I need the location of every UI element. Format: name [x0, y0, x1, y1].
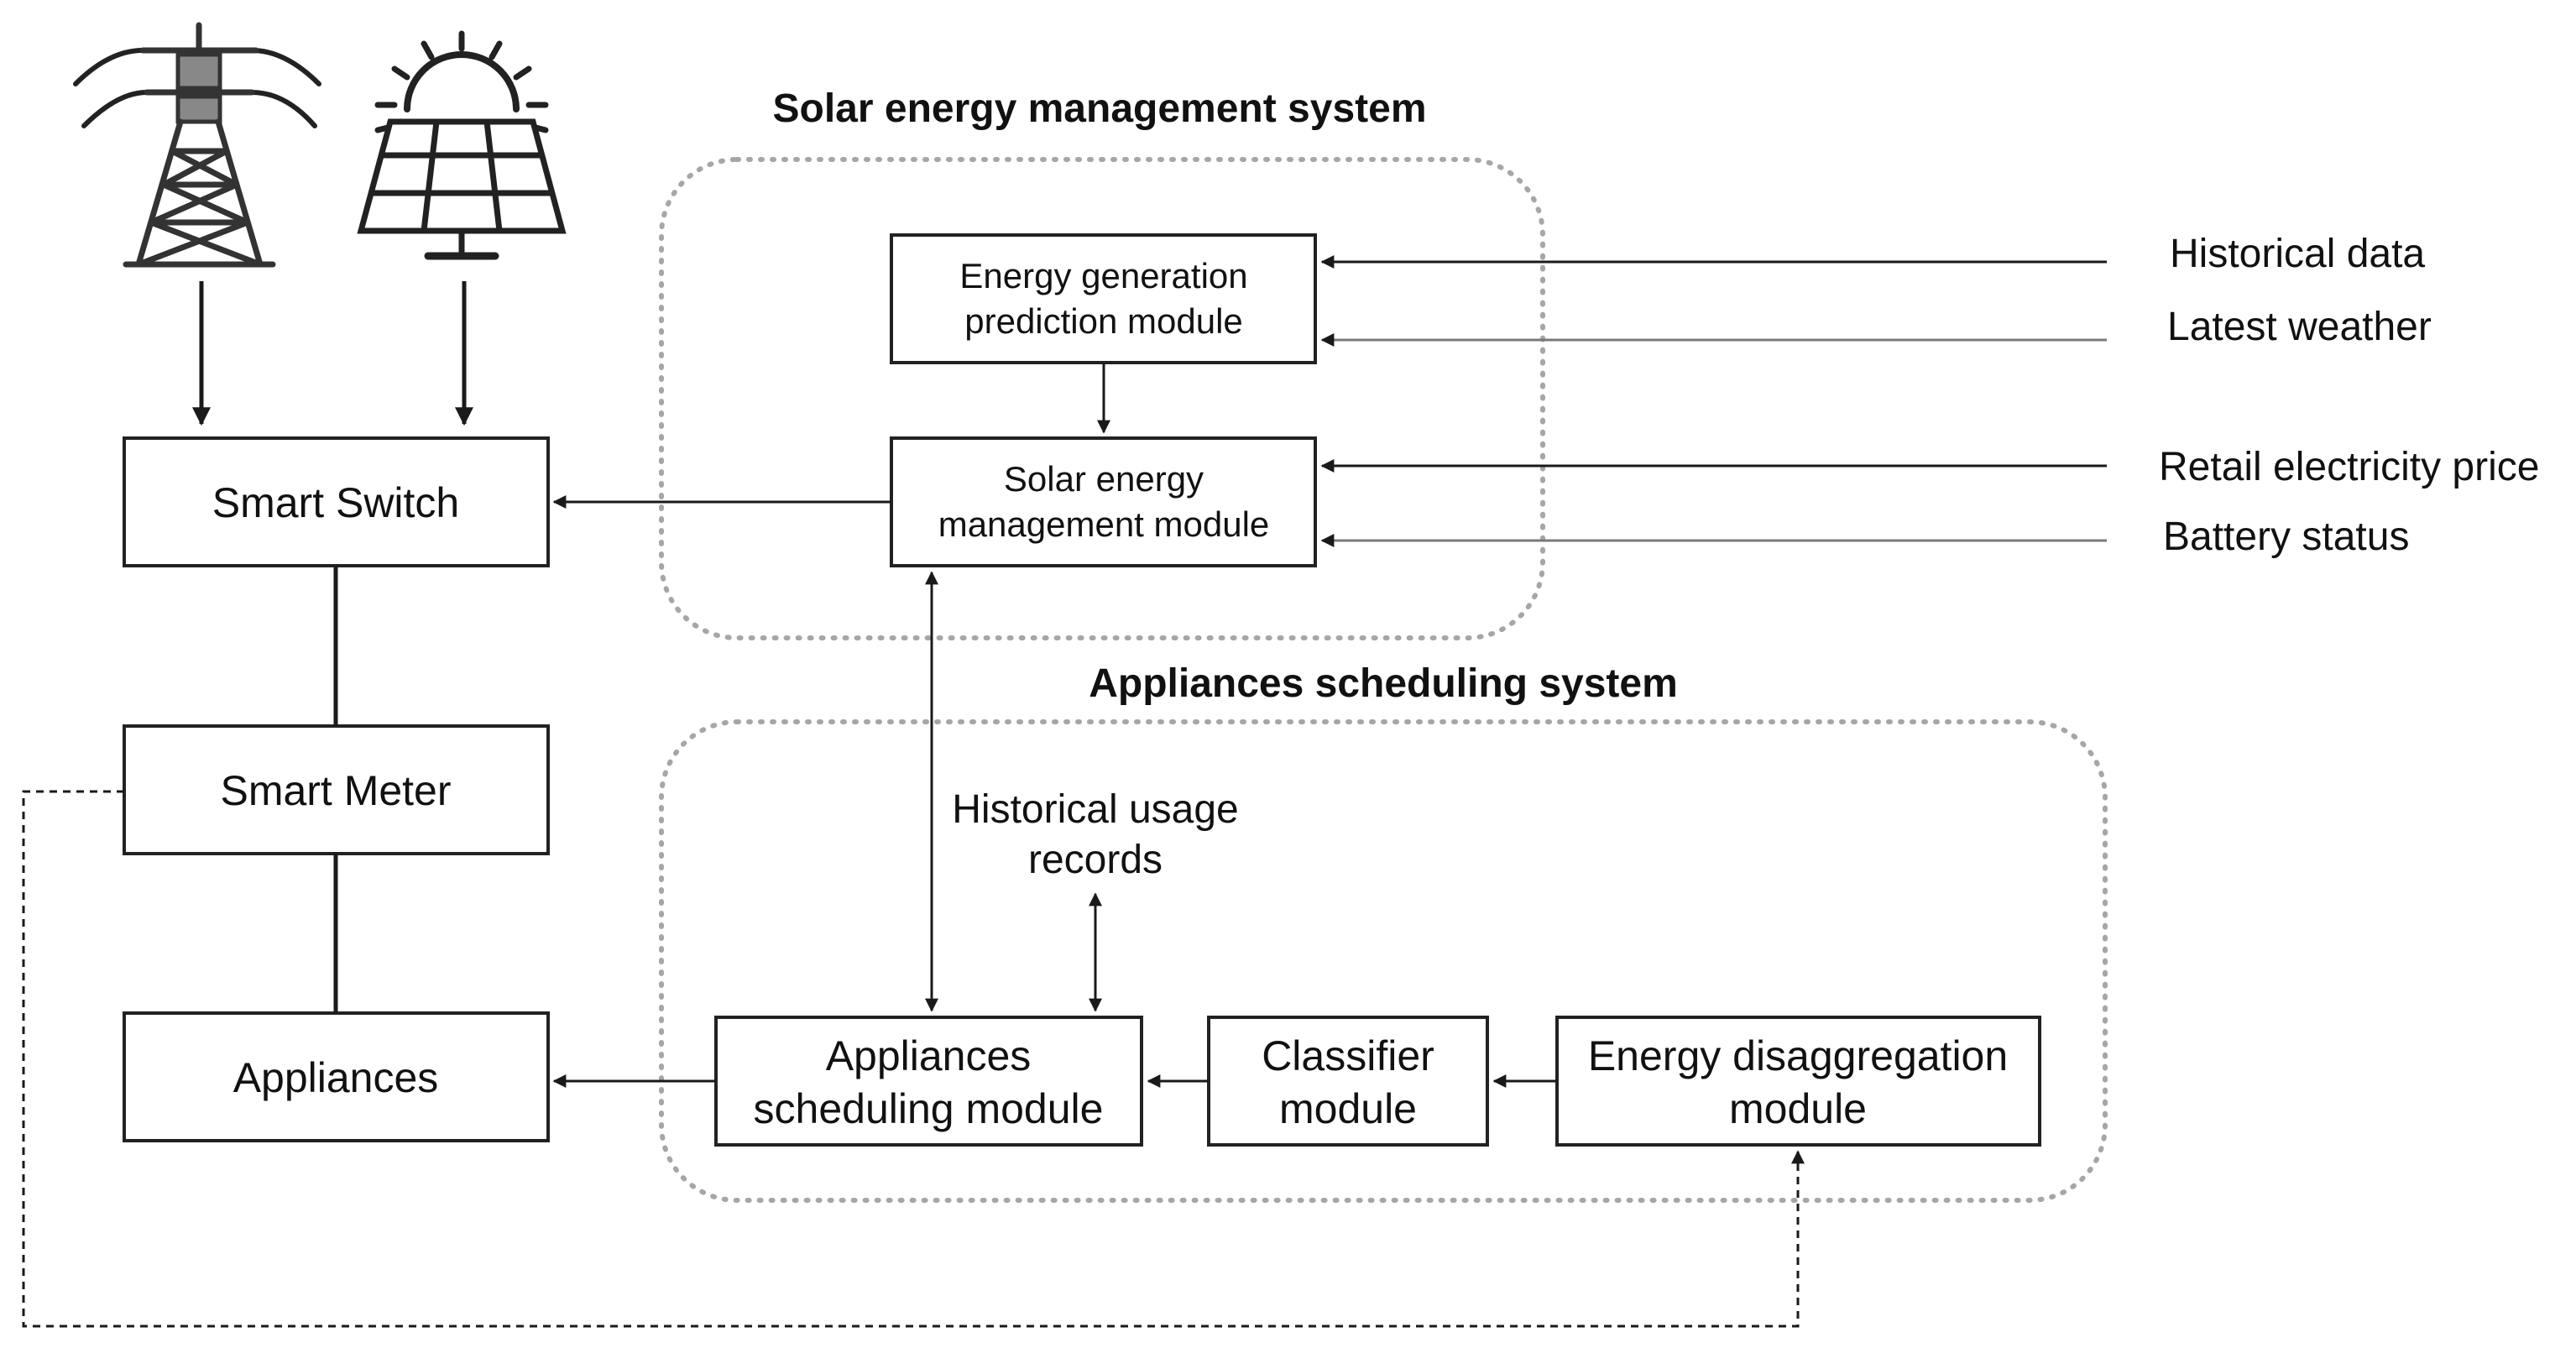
appliance-system-title: Appliances scheduling system: [1089, 661, 1678, 706]
solar-system-group: [659, 157, 1545, 640]
input-historical-data: Historical data: [2170, 232, 2425, 276]
input-latest-weather: Latest weather: [2167, 305, 2432, 349]
generation-prediction-node: Energy generation prediction module: [890, 233, 1317, 364]
appliances-scheduling-node: Appliances scheduling module: [714, 1016, 1143, 1147]
svg-text:management module: management module: [938, 504, 1270, 544]
svg-text:module: module: [1729, 1085, 1867, 1132]
svg-text:prediction module: prediction module: [964, 301, 1243, 341]
disaggregation-node: Energy disaggregation module: [1555, 1016, 2041, 1147]
smart-switch-node: Smart Switch: [123, 436, 550, 567]
svg-text:Energy disaggregation: Energy disaggregation: [1588, 1032, 2008, 1079]
appliances-node: Appliances: [123, 1011, 550, 1142]
svg-text:Classifier: Classifier: [1262, 1032, 1434, 1079]
classifier-node: Classifier module: [1207, 1016, 1489, 1147]
svg-text:Appliances: Appliances: [233, 1054, 439, 1101]
input-retail-price: Retail electricity price: [2159, 445, 2539, 489]
meter-to-disaggregation-dashed: [22, 790, 1805, 1328]
input-battery-status: Battery status: [2163, 515, 2409, 559]
solar-panel-icon: [357, 30, 567, 260]
svg-text:Energy generation: Energy generation: [959, 256, 1247, 295]
svg-text:Smart Switch: Smart Switch: [212, 479, 460, 526]
power-tower-icon: [73, 22, 321, 268]
smart-meter-node: Smart Meter: [123, 724, 550, 855]
svg-text:module: module: [1279, 1085, 1417, 1132]
svg-text:Smart Meter: Smart Meter: [220, 767, 451, 814]
input-usage-records-line1: Historical usage: [952, 787, 1238, 832]
solar-system-title: Solar energy management system: [773, 86, 1427, 131]
input-usage-records-line2: records: [1028, 838, 1163, 882]
appliance-system-group: [659, 719, 2108, 1203]
solar-management-node: Solar energy management module: [890, 436, 1317, 567]
svg-text:Appliances: Appliances: [826, 1032, 1032, 1079]
svg-text:scheduling module: scheduling module: [754, 1085, 1104, 1132]
svg-text:Solar energy: Solar energy: [1004, 459, 1204, 499]
